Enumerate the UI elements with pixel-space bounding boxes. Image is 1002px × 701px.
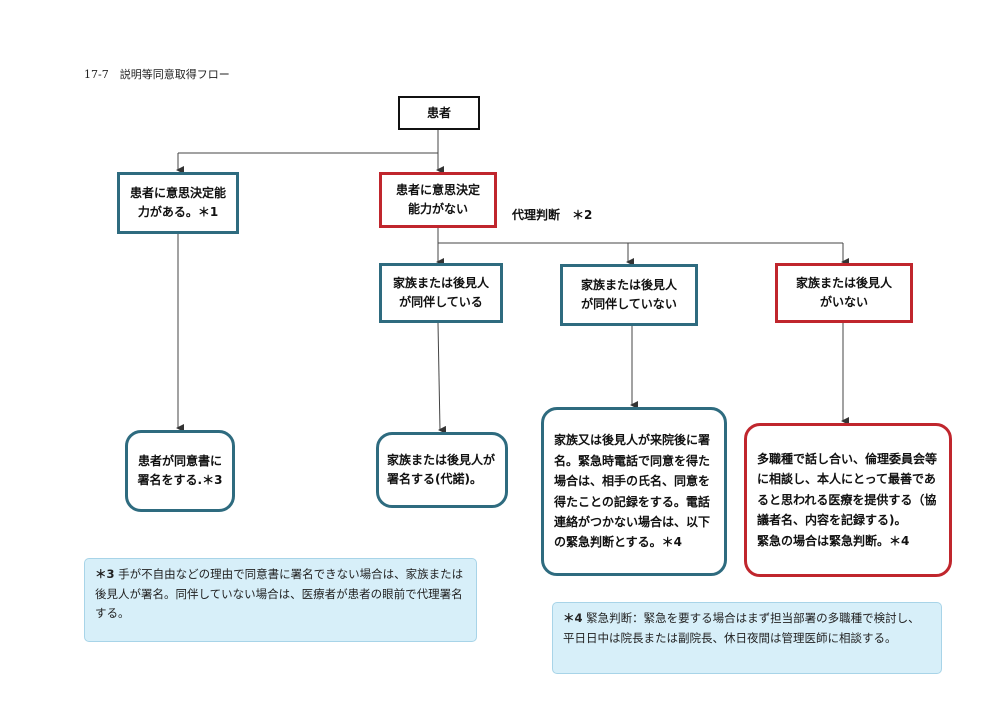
result-not-accompanied-label: 家族又は後見人が来院後に署名。緊急時電話で同意を得た場合は、相手の氏名、同意を得…	[554, 433, 711, 550]
proxy-judgement-label: 代理判断 ＊2	[512, 208, 593, 222]
footnote-4-text: 緊急判断：緊急を要する場合はまず担当部署の多職種で検討し、平日日中は院長または副…	[563, 611, 920, 645]
node-accompanied-label: 家族または後見人が同伴している	[392, 276, 489, 309]
node-accompanied: 家族または後見人が同伴している	[379, 263, 503, 323]
footnote-3-mark: ＊3	[95, 567, 115, 581]
result-none-main: 多職種で話し合い、倫理委員会等に相談し、本人にとって最善であると思われる医療を提…	[757, 452, 938, 528]
footnote-3: ＊3 手が不自由などの理由で同意書に署名できない場合は、家族または後見人が署名。…	[84, 558, 477, 642]
node-incapable-label: 患者に意思決定能力がない	[396, 183, 481, 216]
result-not-accompanied: 家族又は後見人が来院後に署名。緊急時電話で同意を得た場合は、相手の氏名、同意を得…	[541, 407, 727, 576]
node-patient-label: 患者	[426, 105, 451, 120]
result-accompanied-label: 家族または後見人が署名する(代諾)。	[387, 453, 496, 486]
result-capable-label: 患者が同意書に署名をする.＊3	[137, 454, 223, 487]
footnote-4: ＊4 緊急判断：緊急を要する場合はまず担当部署の多職種で検討し、平日日中は院長ま…	[552, 602, 942, 674]
footnote-4-mark: ＊4	[563, 611, 583, 625]
page-title: 17-7 説明等同意取得フロー	[84, 68, 230, 81]
node-capable-label: 患者に意思決定能力がある。＊1	[130, 186, 227, 219]
node-none-label: 家族または後見人がいない	[795, 276, 892, 309]
node-not-accompanied: 家族または後見人が同伴していない	[560, 264, 698, 326]
node-none: 家族または後見人がいない	[775, 263, 913, 323]
node-capable: 患者に意思決定能力がある。＊1	[117, 172, 239, 234]
arrow-to-result-accompanied	[437, 322, 447, 434]
footnote-3-text: 手が不自由などの理由で同意書に署名できない場合は、家族または後見人が署名。同伴し…	[95, 567, 464, 621]
result-none-emergency: 緊急の場合は緊急判断。＊4	[757, 533, 910, 548]
result-accompanied: 家族または後見人が署名する(代諾)。	[376, 432, 508, 508]
result-none: 多職種で話し合い、倫理委員会等に相談し、本人にとって最善であると思われる医療を提…	[744, 423, 952, 577]
node-not-accompanied-label: 家族または後見人が同伴していない	[580, 278, 677, 311]
node-incapable: 患者に意思決定能力がない	[379, 172, 497, 228]
result-capable: 患者が同意書に署名をする.＊3	[125, 430, 235, 512]
node-patient: 患者	[398, 96, 480, 130]
